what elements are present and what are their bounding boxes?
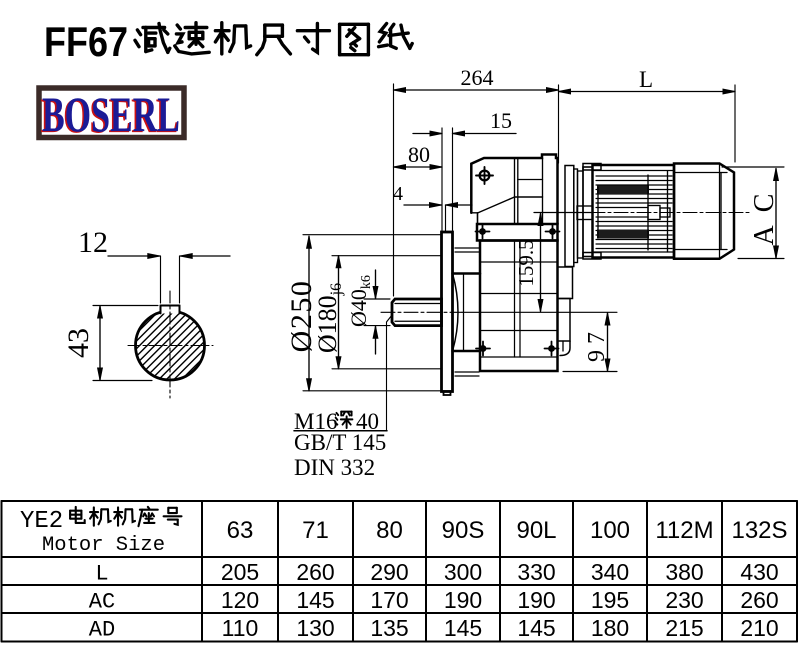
- svg-text:195: 195: [591, 587, 629, 613]
- svg-text:260: 260: [296, 559, 334, 585]
- svg-text:L: L: [639, 67, 653, 92]
- svg-text:330: 330: [517, 559, 555, 585]
- svg-text:90S: 90S: [442, 517, 485, 544]
- svg-text:430: 430: [740, 559, 778, 585]
- svg-text:260: 260: [740, 587, 778, 613]
- svg-text:380: 380: [665, 559, 703, 585]
- svg-text:132S: 132S: [731, 517, 787, 544]
- svg-text:190: 190: [517, 587, 555, 613]
- svg-text:BOSERL: BOSERL: [40, 87, 178, 143]
- svg-text:145: 145: [296, 587, 334, 613]
- svg-text:DIN 332: DIN 332: [294, 455, 375, 480]
- svg-text:340: 340: [591, 559, 629, 585]
- svg-text:Motor Size: Motor Size: [42, 534, 165, 557]
- svg-text:71: 71: [302, 517, 329, 544]
- svg-text:170: 170: [370, 587, 408, 613]
- svg-text:210: 210: [740, 615, 778, 641]
- svg-text:Ø250: Ø250: [285, 280, 318, 353]
- svg-text:15: 15: [490, 108, 512, 133]
- svg-text:12: 12: [78, 226, 108, 259]
- svg-text:43: 43: [62, 328, 95, 358]
- svg-text:4: 4: [393, 183, 403, 205]
- svg-text:Ø40k6: Ø40k6: [346, 275, 374, 327]
- svg-text:205: 205: [221, 559, 259, 585]
- svg-text:80: 80: [376, 517, 403, 544]
- svg-text:264: 264: [461, 65, 494, 90]
- svg-text:112M: 112M: [655, 517, 713, 544]
- svg-text:97: 97: [584, 326, 610, 362]
- svg-text:215: 215: [665, 615, 703, 641]
- svg-text:40: 40: [356, 409, 379, 434]
- svg-text:290: 290: [370, 559, 408, 585]
- svg-text:L: L: [95, 562, 108, 587]
- svg-text:100: 100: [590, 517, 630, 544]
- svg-text:M16: M16: [294, 409, 337, 434]
- svg-text:90L: 90L: [516, 517, 556, 544]
- svg-text:159.5: 159.5: [514, 239, 538, 286]
- svg-text:AC: AC: [89, 590, 115, 615]
- svg-text:145: 145: [517, 615, 555, 641]
- svg-text:190: 190: [444, 587, 482, 613]
- svg-text:230: 230: [665, 587, 703, 613]
- svg-text:120: 120: [221, 587, 259, 613]
- svg-text:63: 63: [227, 517, 254, 544]
- svg-text:AC: AC: [749, 181, 780, 246]
- svg-text:AD: AD: [89, 618, 115, 643]
- svg-text:135: 135: [370, 615, 408, 641]
- svg-text:130: 130: [296, 615, 334, 641]
- svg-text:YE2: YE2: [20, 508, 63, 535]
- svg-text:BOSERL: BOSERL: [42, 86, 180, 142]
- svg-text:145: 145: [444, 615, 482, 641]
- svg-text:110: 110: [222, 615, 259, 641]
- svg-text:FF67: FF67: [44, 18, 128, 65]
- svg-text:180: 180: [591, 615, 629, 641]
- svg-text:80: 80: [408, 142, 430, 167]
- svg-text:GB/T 145: GB/T 145: [294, 430, 386, 455]
- svg-text:300: 300: [444, 559, 482, 585]
